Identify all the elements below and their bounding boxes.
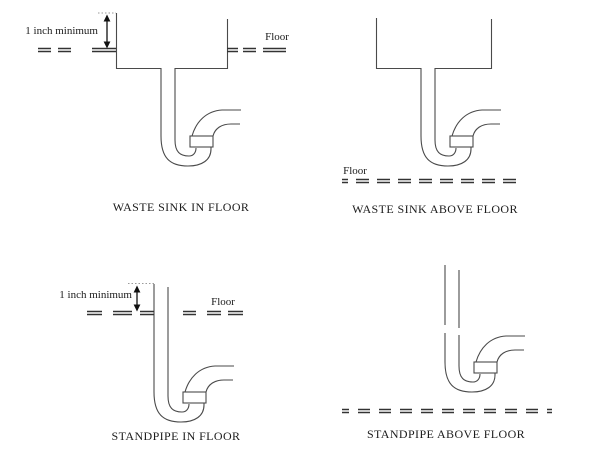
floor-label: Floor <box>343 165 367 177</box>
p-trap <box>160 109 242 167</box>
sink-basin <box>115 13 229 70</box>
standpipe-in-floor-figure <box>87 283 243 423</box>
standpipe <box>444 265 460 366</box>
waste-sink-in-floor-figure <box>38 12 286 167</box>
figure-caption: WASTE SINK ABOVE FLOOR <box>352 202 518 216</box>
standpipe-above-floor-figure <box>342 265 552 414</box>
figure-caption: WASTE SINK IN FLOOR <box>112 200 250 214</box>
floor-line-left <box>87 310 154 316</box>
waste-sink-above-floor-figure <box>342 18 522 184</box>
figure-caption: STANDPIPE IN FLOOR <box>111 429 241 443</box>
drain-tailpiece <box>160 68 176 140</box>
floor-line-left <box>38 47 116 53</box>
floor-line-right <box>183 310 243 316</box>
floor-line <box>342 178 522 184</box>
drain-tailpiece <box>420 68 436 140</box>
p-trap <box>420 109 502 167</box>
figure-caption: STANDPIPE ABOVE FLOOR <box>366 427 526 441</box>
dimension-arrow-icon <box>103 14 111 49</box>
sink-basin <box>375 18 493 70</box>
p-trap <box>153 365 235 423</box>
floor-line-right <box>227 47 286 53</box>
dimension-label: 1 inch minimum <box>25 25 98 37</box>
floor-label: Floor <box>211 296 235 308</box>
floor-line <box>342 408 552 414</box>
standpipe <box>153 284 169 396</box>
floor-label: Floor <box>265 31 289 43</box>
dimension-arrow-icon <box>133 285 141 312</box>
dimension-label: 1 inch minimum <box>59 289 132 301</box>
p-trap <box>444 335 526 393</box>
